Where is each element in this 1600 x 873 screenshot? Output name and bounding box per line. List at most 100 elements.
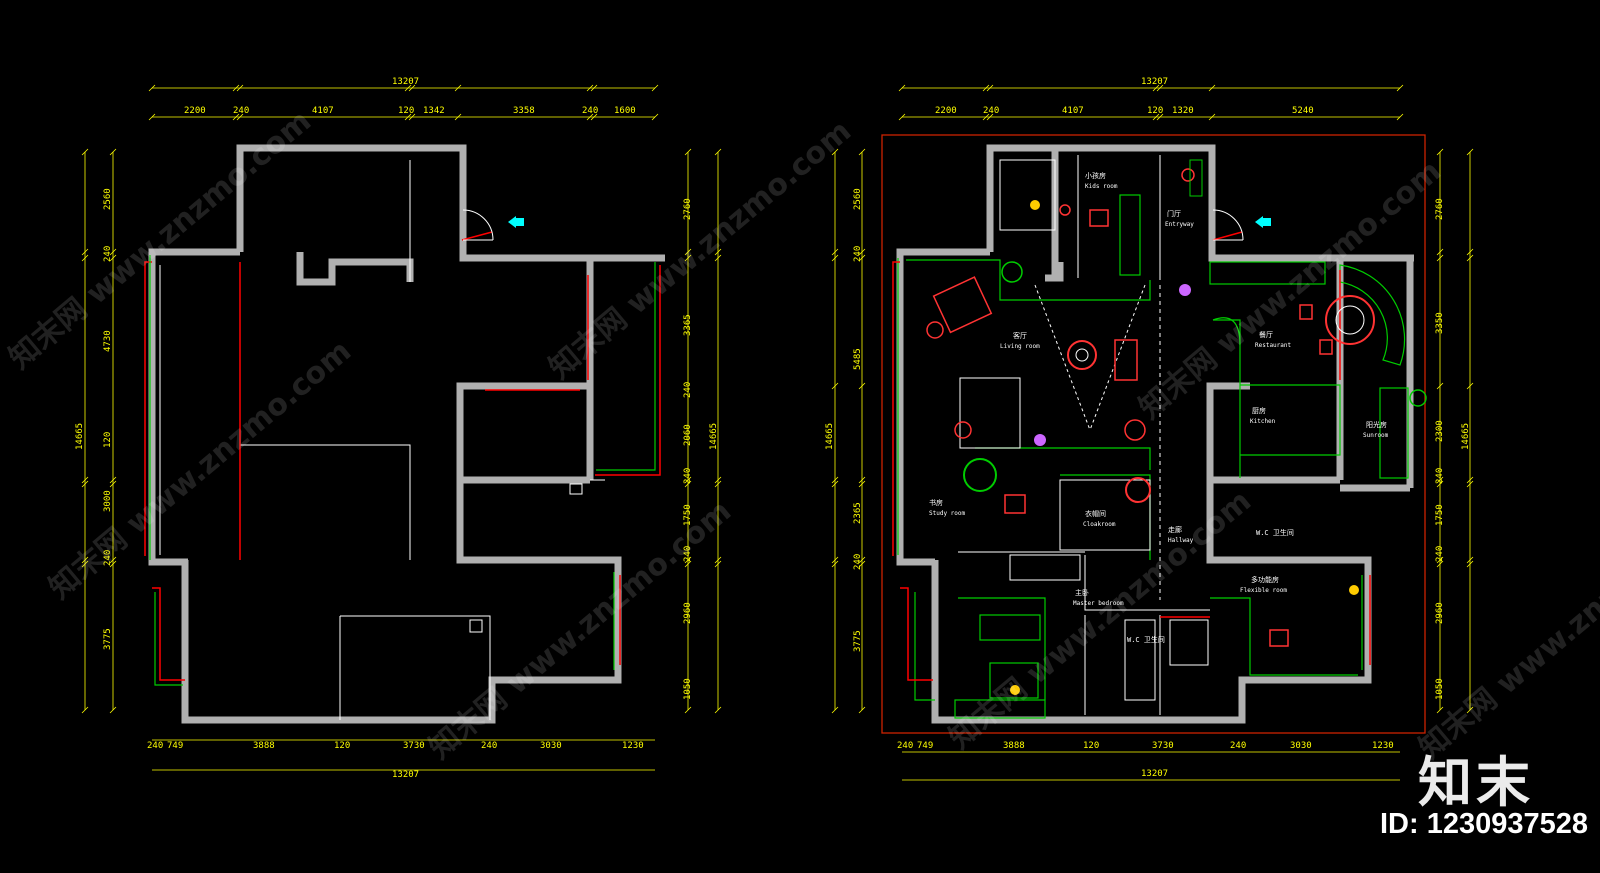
dimension-tick xyxy=(858,706,866,714)
right-right-seg: 2960 xyxy=(1435,602,1445,624)
right-left-seg: 5485 xyxy=(853,348,863,370)
dimension-tick xyxy=(831,556,839,564)
dimension-tick xyxy=(454,84,462,92)
dimension-tick xyxy=(684,556,692,564)
left-plan-walls xyxy=(144,144,665,724)
right-side-seg: 240 xyxy=(683,468,693,484)
dimension-tick xyxy=(109,560,117,568)
dimension-tick xyxy=(109,480,117,488)
right-plan: 13207 2200 240 4107 120 1320 5240 240 74… xyxy=(825,77,1474,781)
room-label-en: Sunroom xyxy=(1363,432,1389,439)
dimension-tick xyxy=(1466,382,1474,390)
dimension-tick xyxy=(684,148,692,156)
dimension-tick xyxy=(1436,248,1444,256)
left-side-total: 14665 xyxy=(75,423,85,450)
left-side-seg: 4730 xyxy=(103,330,113,352)
dimension-tick xyxy=(1436,706,1444,714)
dimension-tick xyxy=(831,480,839,488)
right-bottom-seg: 1230 xyxy=(1372,741,1394,751)
dimension-tick xyxy=(1466,148,1474,156)
left-top-seg: 3358 xyxy=(513,106,535,116)
dimension-tick xyxy=(236,113,244,121)
watermark-text: 知末网 www.znzmo.com xyxy=(1413,494,1600,767)
chair-icon xyxy=(1004,494,1026,514)
dimension-tick xyxy=(109,706,117,714)
dimension-tick xyxy=(1156,113,1164,121)
dimension-tick xyxy=(109,556,117,564)
room-label-en: Study room xyxy=(929,510,966,517)
left-side-seg: 240 xyxy=(103,550,113,566)
dimension-tick xyxy=(714,706,722,714)
dimension-tick xyxy=(1436,556,1444,564)
left-top-seg: 1600 xyxy=(614,106,636,116)
dimension-tick xyxy=(831,382,839,390)
dimension-tick xyxy=(684,254,692,262)
dimension-tick xyxy=(404,113,412,121)
dimension-tick xyxy=(714,254,722,262)
dimension-tick xyxy=(684,248,692,256)
dimension-tick xyxy=(1466,248,1474,256)
right-bottom-total: 13207 xyxy=(1141,769,1168,779)
left-side-seg: 120 xyxy=(103,432,113,448)
dimension-tick xyxy=(408,113,416,121)
left-top-seg: 240 xyxy=(233,106,249,116)
plant-icon xyxy=(963,458,997,492)
left-bottom-seg: 3730 xyxy=(403,741,425,751)
room-label: 书房 xyxy=(929,498,943,507)
dimension-tick xyxy=(858,148,866,156)
room-label: W.C 卫生间 xyxy=(1256,528,1294,537)
dimension-tick xyxy=(232,84,240,92)
dimension-tick xyxy=(1466,706,1474,714)
left-bottom-seg: 3888 xyxy=(253,741,275,751)
dimension-tick xyxy=(714,248,722,256)
dimension-tick xyxy=(1466,556,1474,564)
left-bottom-total: 13207 xyxy=(392,770,419,780)
right-side-total: 14665 xyxy=(709,423,719,450)
dimension-tick xyxy=(714,476,722,484)
dimension-tick xyxy=(408,84,416,92)
dimension-tick xyxy=(1156,84,1164,92)
left-top-seg: 1342 xyxy=(423,106,445,116)
left-top-total: 13207 xyxy=(392,77,419,87)
right-side-seg: 3365 xyxy=(683,314,693,336)
dimension-tick xyxy=(714,560,722,568)
right-top-seg: 4107 xyxy=(1062,106,1084,116)
room-label: 小孩房 xyxy=(1085,171,1106,180)
dimension-tick xyxy=(1208,84,1216,92)
right-right-seg: 1050 xyxy=(1435,678,1445,700)
dimension-tick xyxy=(236,84,244,92)
dining-table xyxy=(1325,295,1375,345)
dimension-tick xyxy=(1436,382,1444,390)
dimension-tick xyxy=(586,113,594,121)
left-plan: 13207 2200 240 4107 120 1342 3358 240 16… xyxy=(75,77,722,780)
room-labels: 小孩房 Kids room 门厅 Entryway 客厅 Living room… xyxy=(929,171,1389,644)
right-side-seg: 240 xyxy=(683,546,693,562)
right-bottom-seg: 120 xyxy=(1083,741,1099,751)
right-top-total: 13207 xyxy=(1141,77,1168,87)
dimension-tick xyxy=(81,706,89,714)
brand-logo: 知末 xyxy=(1418,751,1534,814)
right-side-seg: 1750 xyxy=(683,504,693,526)
right-left-total: 14665 xyxy=(825,423,835,450)
dimension-tick xyxy=(831,706,839,714)
right-right-seg: 2300 xyxy=(1435,420,1445,442)
dimension-tick xyxy=(858,382,866,390)
dimension-tick xyxy=(858,254,866,262)
dimension-tick xyxy=(1466,480,1474,488)
plant-icon xyxy=(1189,159,1203,197)
dimension-tick xyxy=(81,556,89,564)
dimension-tick xyxy=(148,84,156,92)
left-bottom-seg: 3030 xyxy=(540,741,562,751)
left-top-seg: 4107 xyxy=(312,106,334,116)
left-bottom-seg: 240 xyxy=(481,741,497,751)
room-label: 主卧 xyxy=(1075,588,1089,597)
dimension-tick xyxy=(590,113,598,121)
left-bottom-seg: 120 xyxy=(334,741,350,751)
right-right-seg: 240 xyxy=(1435,546,1445,562)
left-side-seg: 2560 xyxy=(103,188,113,210)
room-label-en: Kids room xyxy=(1085,183,1118,190)
room-label-en: Cloakroom xyxy=(1083,521,1116,528)
right-side-seg: 2760 xyxy=(683,198,693,220)
dimension-tick xyxy=(684,706,692,714)
right-top-seg: 2200 xyxy=(935,106,957,116)
